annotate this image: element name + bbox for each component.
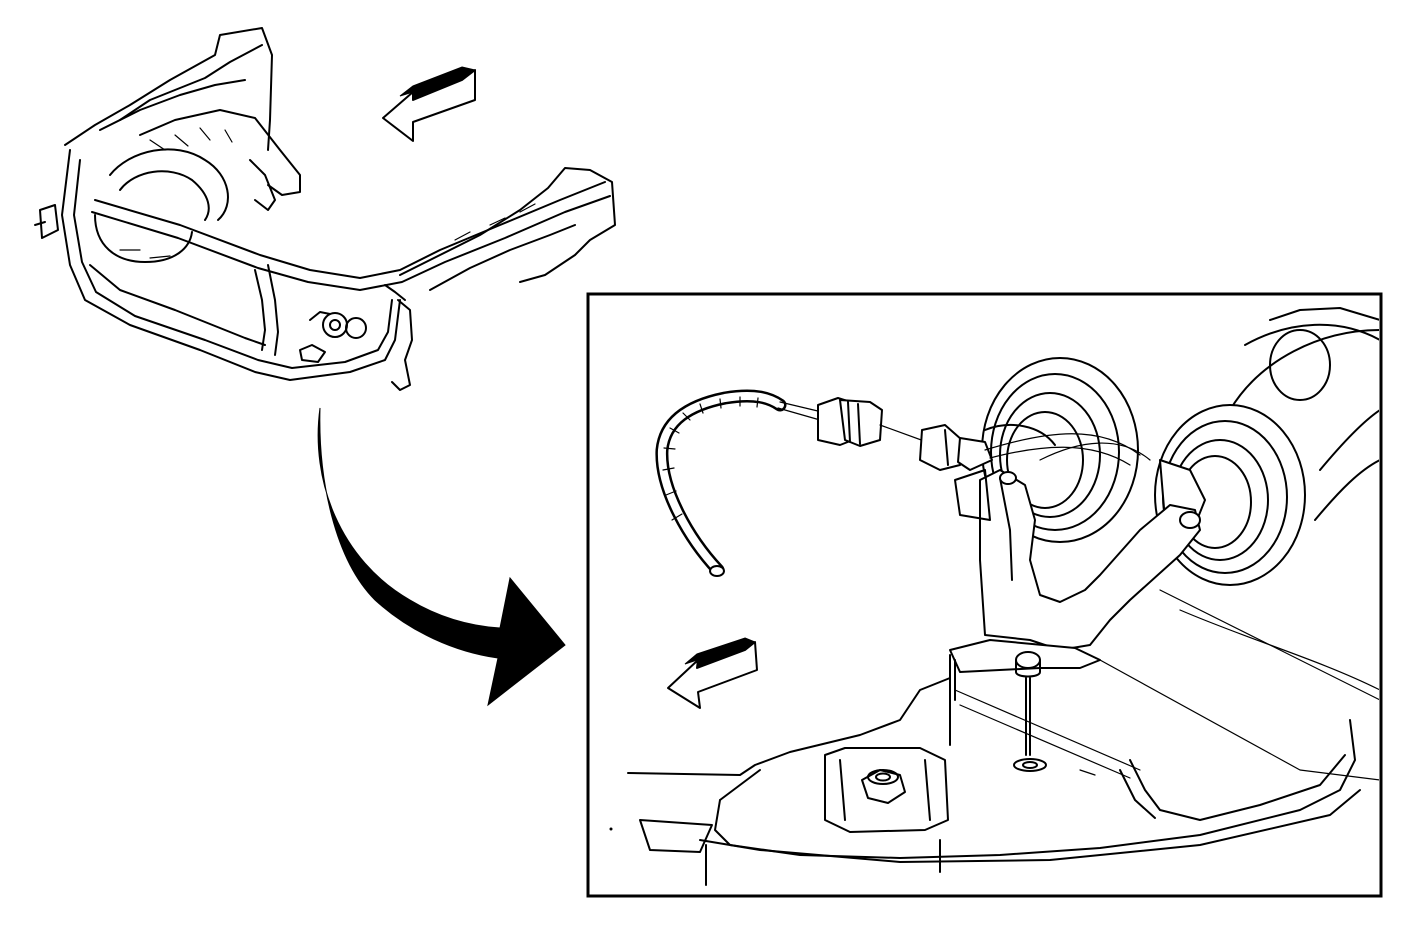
harness-connector — [817, 397, 1151, 471]
detail-view — [586, 292, 1383, 898]
forward-direction-arrow-detail — [667, 637, 758, 709]
forward-direction-arrow-overview — [382, 66, 477, 142]
callout-arrow — [317, 407, 566, 707]
lower-panel — [609, 677, 1361, 886]
mount-bolt — [949, 639, 1101, 772]
front-end-frame-overview — [34, 27, 616, 391]
wiring-harness — [655, 389, 823, 577]
nut-clip — [824, 747, 949, 833]
